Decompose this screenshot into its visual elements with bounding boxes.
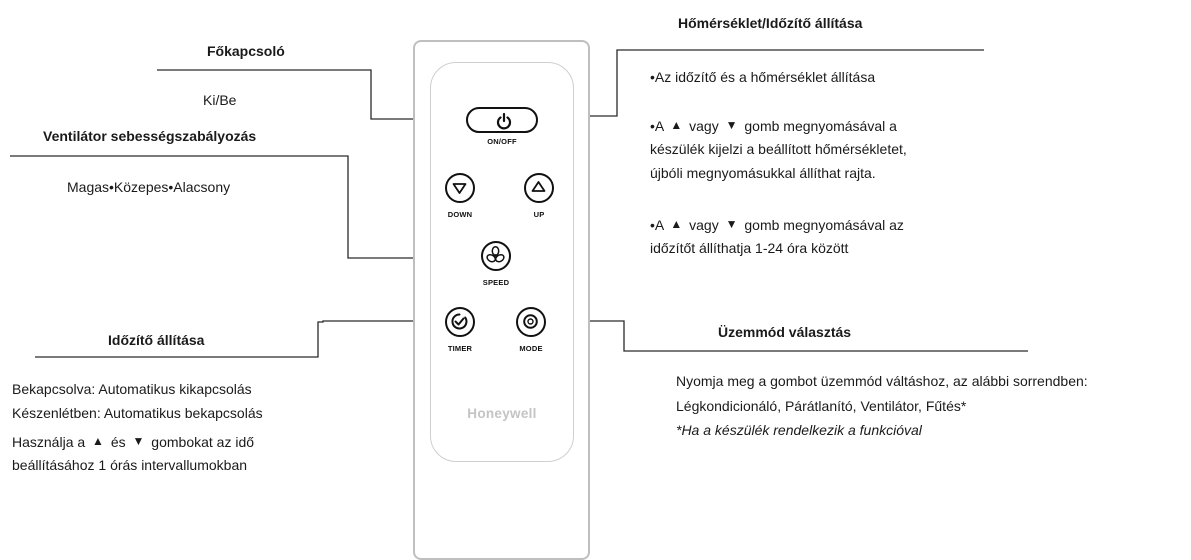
power-button[interactable] xyxy=(466,107,538,133)
temp-b2-text-c: gomb megnyomásával a xyxy=(744,118,897,134)
up-label: UP xyxy=(533,210,545,219)
speed-label: SPEED xyxy=(482,278,510,287)
temp-b3-text-a: •A xyxy=(650,217,664,233)
timer-button[interactable] xyxy=(445,307,475,337)
temp-bullet-2-line-2: készülék kijelzi a beállított hőmérsékle… xyxy=(650,141,907,157)
temp-title: Hőmérséklet/Időzítő állítása xyxy=(678,15,863,31)
down-button[interactable] xyxy=(445,173,475,203)
speed-button[interactable] xyxy=(481,241,511,271)
fan-icon xyxy=(486,245,505,263)
mode-button[interactable] xyxy=(516,307,546,337)
down-arrow-icon: ▼ xyxy=(725,118,738,132)
timer-label: TIMER xyxy=(447,344,473,353)
temp-bullet-3-line-1: •A ▲ vagy ▼ gomb megnyomásával az xyxy=(650,215,904,234)
down-arrow-icon: ▼ xyxy=(725,217,738,231)
timer-line-4: beállításához 1 órás intervallumokban xyxy=(12,457,248,473)
fan-leader-line xyxy=(10,155,481,259)
down-arrow-icon: ▼ xyxy=(132,434,145,448)
brand-logo: Honeywell xyxy=(467,406,537,421)
timer-title: Időzítő állítása xyxy=(108,332,205,348)
mode-note: *Ha a készülék rendelkezik a funkcióval xyxy=(676,422,922,438)
up-button[interactable] xyxy=(524,173,554,203)
onoff-label: ON/OFF xyxy=(487,137,517,146)
temp-bullet-3-line-2: időzítőt állíthatja 1-24 óra között xyxy=(650,240,849,256)
timer-line-1: Bekapcsolva: Automatikus kikapcsolás xyxy=(12,381,252,397)
timer-line-3-text-b: és xyxy=(110,434,126,450)
up-arrow-icon xyxy=(531,181,546,192)
mode-label: MODE xyxy=(519,344,543,353)
temp-b2-text-a: •A xyxy=(650,118,664,134)
power-icon xyxy=(496,112,512,130)
timer-icon xyxy=(451,313,468,330)
mode-icon xyxy=(523,314,538,329)
temp-b3-text-b: vagy xyxy=(689,217,719,233)
up-arrow-icon: ▲ xyxy=(92,434,104,448)
temp-b2-text-b: vagy xyxy=(689,118,719,134)
timer-line-3-text-a: Használja a xyxy=(12,434,86,450)
power-description: Ki/Be xyxy=(203,92,237,108)
mode-line-2: Légkondicionáló, Párátlanító, Ventilátor… xyxy=(676,398,967,414)
remote-control-panel xyxy=(430,62,574,462)
timer-leader-line xyxy=(35,320,470,358)
fan-speed-description: Magas•Közepes•Alacsony xyxy=(67,179,231,195)
mode-line-1: Nyomja meg a gombot üzemmód váltáshoz, a… xyxy=(676,373,1088,389)
mode-title: Üzemmód választás xyxy=(718,324,852,340)
temp-bullet-1: •Az időzítő és a hőmérséklet állítása xyxy=(650,69,876,85)
timer-line-3-text-c: gombokat az idő xyxy=(151,434,255,450)
temp-b3-text-c: gomb megnyomásával az xyxy=(744,217,904,233)
down-arrow-icon xyxy=(452,183,467,194)
down-label: DOWN xyxy=(447,210,473,219)
temp-bullet-2-line-3: újbóli megnyomásukkal állíthat rajta. xyxy=(650,165,876,181)
timer-line-3: Használja a ▲ és ▼ gombokat az idő xyxy=(12,432,254,451)
up-arrow-icon: ▲ xyxy=(670,118,683,132)
power-title: Főkapcsoló xyxy=(207,43,285,59)
timer-line-2: Készenlétben: Automatikus bekapcsolás xyxy=(12,405,263,421)
temp-bullet-2-line-1: •A ▲ vagy ▼ gomb megnyomásával a xyxy=(650,116,897,135)
fan-speed-title: Ventilátor sebességszabályozás xyxy=(43,128,257,144)
up-arrow-icon: ▲ xyxy=(670,217,683,231)
